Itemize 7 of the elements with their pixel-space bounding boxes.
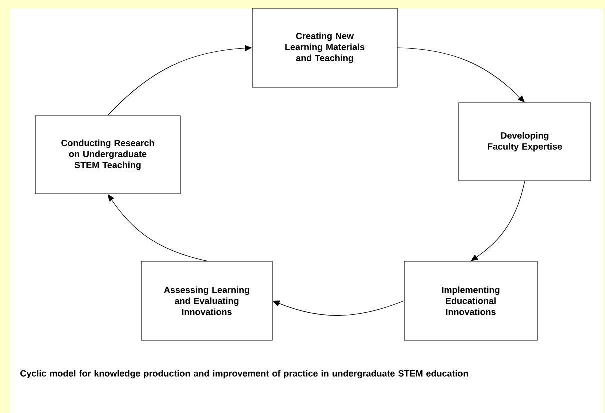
process-box: Creating New Learning Materials and Teaching — [252, 8, 398, 88]
process-box: Assessing Learning and Evaluating Innovations — [141, 261, 273, 341]
process-box: Developing Faculty Expertise — [458, 102, 592, 182]
process-box: Implementing Educational Innovations — [404, 261, 538, 341]
arrow — [471, 181, 526, 262]
process-box: Conducting Research on Undergraduate STEM Teaching — [35, 116, 181, 194]
caption: Cyclic model for knowledge production and improvement of practice in undergraduate STEM education — [20, 370, 468, 379]
